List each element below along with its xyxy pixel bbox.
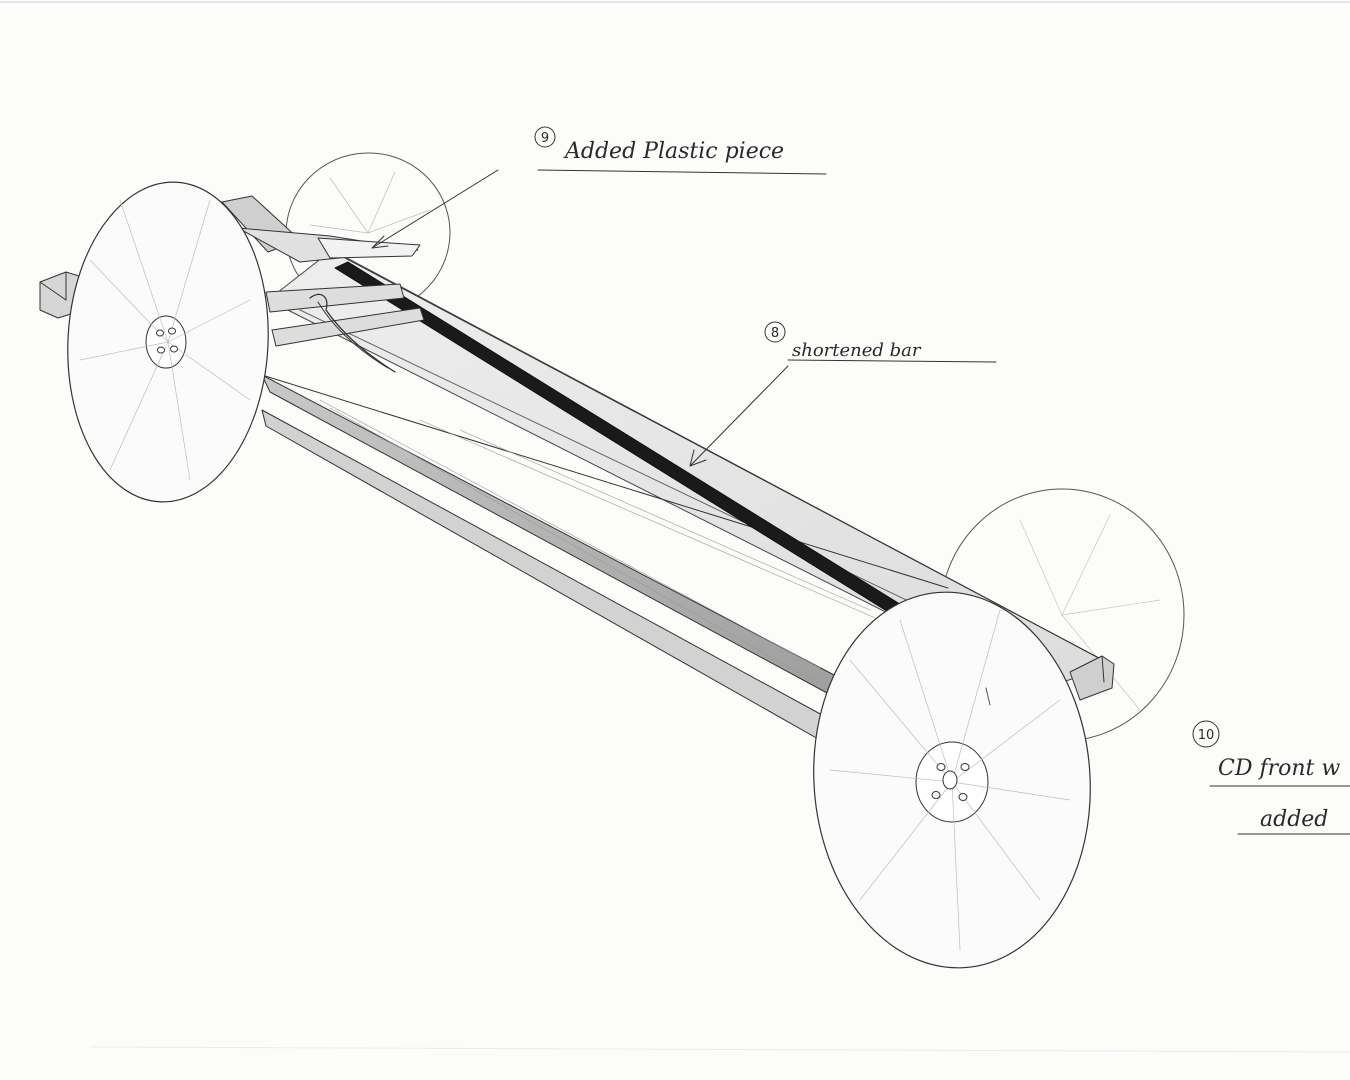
- label-circle-8: [764, 321, 786, 343]
- chassis-body: [261, 249, 1113, 741]
- label-text-8: shortened bar: [792, 340, 922, 361]
- leader-arrow-8: [689, 365, 789, 467]
- scan-edge-bottom: [89, 1046, 1350, 1053]
- rear-near-wheel: [67, 181, 269, 503]
- label-text-9: Added Plastic piece: [563, 139, 784, 164]
- label-circle-10: [1192, 720, 1220, 748]
- label-text-10-line1: CD front w: [1218, 756, 1340, 781]
- front-near-wheel: [813, 591, 1091, 969]
- label-number-10: 10: [1198, 728, 1215, 743]
- plastic-piece: [317, 237, 421, 259]
- frame-front-stub: [1069, 655, 1115, 701]
- underline-9: [537, 169, 827, 175]
- label-circle-9: [534, 126, 556, 148]
- underline-8: [787, 359, 997, 363]
- label-number-8: 8: [771, 326, 779, 341]
- label-number-9: 9: [541, 131, 549, 146]
- label-text-10-line2: added: [1260, 807, 1328, 832]
- leader-arrow-9: [371, 169, 499, 249]
- rear-axle-assembly: [221, 195, 425, 373]
